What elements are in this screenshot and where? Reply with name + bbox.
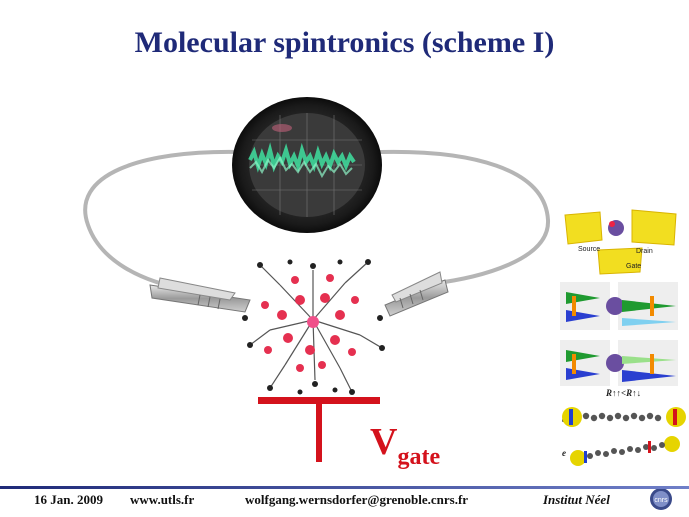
panel-d: [562, 407, 686, 427]
cnrs-logo-text: cnrs: [654, 497, 668, 504]
gate-voltage-symbol: V: [370, 421, 398, 463]
gate-voltage-label: Vgate: [370, 420, 440, 470]
resistance-label: R↑↑<R↑↓: [605, 388, 641, 398]
gate-voltage-subscript: gate: [397, 444, 441, 470]
inset-source-label: Source: [578, 246, 600, 253]
footer-email[interactable]: wolfgang.wernsdorfer@grenoble.cnrs.fr: [245, 492, 469, 507]
footer-divider: [0, 486, 689, 489]
panel-e-label: e: [562, 448, 566, 458]
right-clip: [384, 271, 449, 317]
spin-panel-2: [560, 340, 678, 386]
inset-panels: Source Drain Gate R↑↑<R↑↓: [558, 204, 686, 466]
wire: [379, 149, 551, 286]
cnrs-logo: cnrs: [650, 488, 672, 510]
footer-date: 16 Jan. 2009: [34, 492, 103, 507]
panel-e: [570, 436, 680, 466]
inset-gate-label: Gate: [626, 263, 641, 270]
inset-drain-label: Drain: [636, 248, 653, 255]
molecule: [242, 259, 385, 395]
slide-title: Molecular spintronics (scheme I): [134, 26, 555, 59]
left-clip: [149, 277, 251, 313]
gate-electrode: [258, 397, 380, 462]
footer-website[interactable]: www.utls.fr: [130, 492, 195, 507]
oscilloscope-screen: [232, 97, 382, 233]
spin-panel-1: [560, 282, 678, 330]
wire: [83, 149, 241, 292]
footer-institute: Institut Néel: [543, 492, 610, 507]
